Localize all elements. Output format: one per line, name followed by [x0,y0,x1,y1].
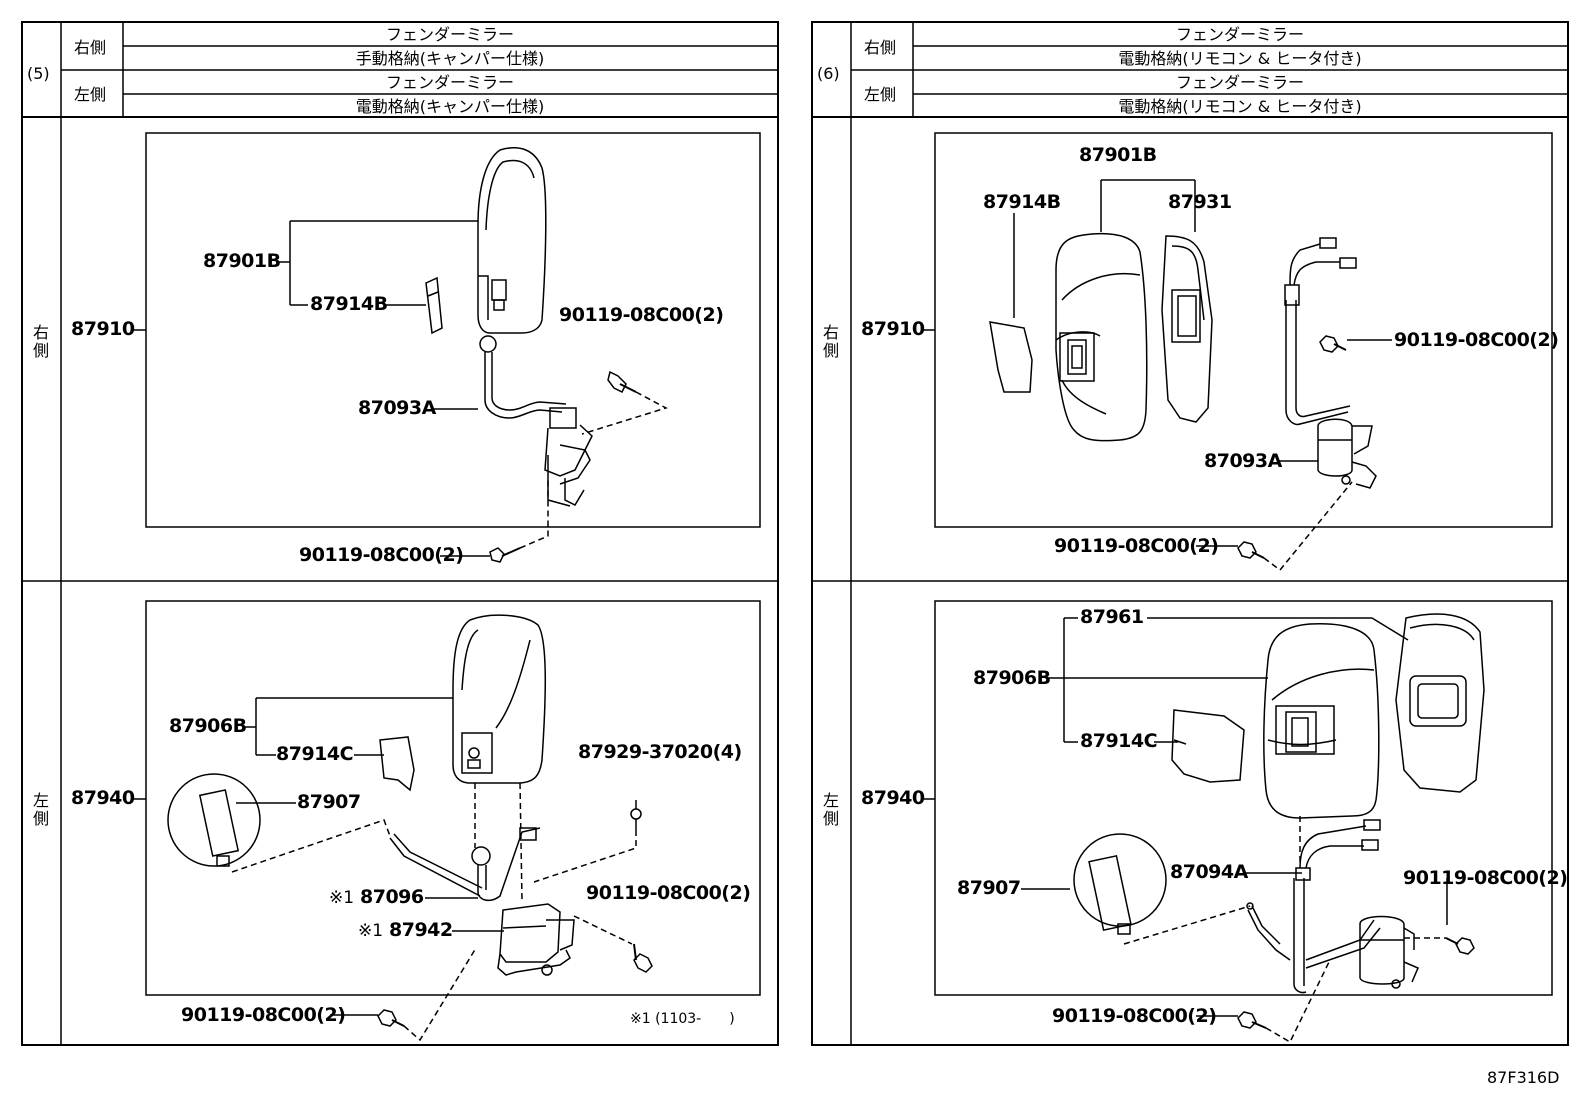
panel-5-right-leaders [131,220,490,557]
part-label-87096: 87096 [360,886,424,908]
diagram-code: 87F316D [1487,1068,1560,1087]
panel-5-right-side-label: 右側 [32,323,49,360]
part-label-87093a: 87093A [358,397,436,419]
part-label-87914b: 87914B [310,293,388,315]
part-label-87907: 87907 [957,877,1021,899]
panel-5-row1-line2: 手動格納(キャンパー仕様) [355,49,545,68]
panel-5-row1-side: 右側 [74,38,107,57]
marker-87096: ※1 [329,888,355,908]
panel-6-left-mirror-drawing [1073,613,1485,994]
part-label-bolt-bottom: 90119-08C00(2) [181,1004,346,1026]
panel-5-row1-line1: フェンダーミラー [385,25,515,44]
panel-6-left-assembly-label: 87940 [861,787,925,809]
panel-5-table-lines [21,21,779,1046]
panel-5-left-mirror-drawing [167,614,653,1027]
part-label-87914c: 87914C [276,743,354,765]
panel-5-right-frame [145,132,761,528]
panel-5-left-assembly-label: 87940 [71,787,135,809]
panel-5-row2-side: 左側 [74,85,107,104]
panel-6-number: (6) [817,64,840,83]
panel-6-left-frame [934,600,1553,996]
panel-5-left-dashed [231,782,637,1042]
panel-5-number: (5) [27,64,50,83]
panel-6-row1-line1: フェンダーミラー [1175,25,1305,44]
panel-6-right-leaders [921,179,1392,547]
part-label-87942: 87942 [389,919,453,941]
panel-5-right-assembly-label: 87910 [71,318,135,340]
panel-6-row1-line2: 電動格納(リモコン & ヒータ付き) [1118,49,1362,68]
panel-6-row2-side: 左側 [864,85,897,104]
part-label-87906b: 87906B [973,667,1051,689]
panel-6-right-side-label: 右側 [822,323,839,360]
panel-5-left-frame [145,600,761,996]
panel-6-left-fasteners [1237,937,1475,1029]
panel-5-row2-line2: 電動格納(キャンパー仕様) [355,97,545,116]
panel-5-left-side-label: 左側 [32,791,49,828]
panel-6-left-side-label: 左側 [822,791,839,828]
panel-5-left-leaders [131,697,504,1016]
part-label-bolt-motor: 90119-08C00(2) [586,882,751,904]
part-label-87901b: 87901B [203,250,281,272]
panel-6-right-fasteners [1237,335,1353,572]
part-label-87906b: 87906B [169,715,247,737]
production-date-note: ※1 (1103- ) [630,1011,735,1027]
panel-5-right-mirror-drawing [425,147,593,507]
panel-5-right-fasteners [489,370,668,563]
part-label-bolt-upper: 90119-08C00(2) [1394,329,1559,351]
panel-6-row1-side: 右側 [864,38,897,57]
part-label-87914b: 87914B [983,191,1061,213]
part-label-bolt-bottom: 90119-08C00(2) [1052,1005,1217,1027]
panel-6-left-dashed [1123,816,1446,1044]
part-label-87929: 87929-37020(4) [578,741,742,763]
part-label-87931: 87931 [1168,191,1232,213]
panel-5-row2-line1: フェンダーミラー [385,73,515,92]
part-label-bolt-lower: 90119-08C00(2) [299,544,464,566]
part-label-87907: 87907 [297,791,361,813]
panel-6-right-mirror-drawing [989,232,1377,489]
part-label-87914c: 87914C [1080,730,1158,752]
part-label-bolt-lower: 90119-08C00(2) [1054,535,1219,557]
part-label-bolt-upper: 90119-08C00(2) [559,304,724,326]
panel-6-row2-line1: フェンダーミラー [1175,73,1305,92]
part-label-87094a: 87094A [1170,861,1248,883]
marker-87942: ※1 [358,921,384,941]
panel-6-table-lines [811,21,1569,1046]
part-label-bolt-motor: 90119-08C00(2) [1403,867,1568,889]
part-label-87901b: 87901B [1079,144,1157,166]
panel-6-right-assembly-label: 87910 [861,318,925,340]
part-label-87093a: 87093A [1204,450,1282,472]
part-label-87961: 87961 [1080,606,1144,628]
panel-6-row2-line2: 電動格納(リモコン & ヒータ付き) [1118,97,1362,116]
panel-6-left-leaders [921,617,1448,1017]
